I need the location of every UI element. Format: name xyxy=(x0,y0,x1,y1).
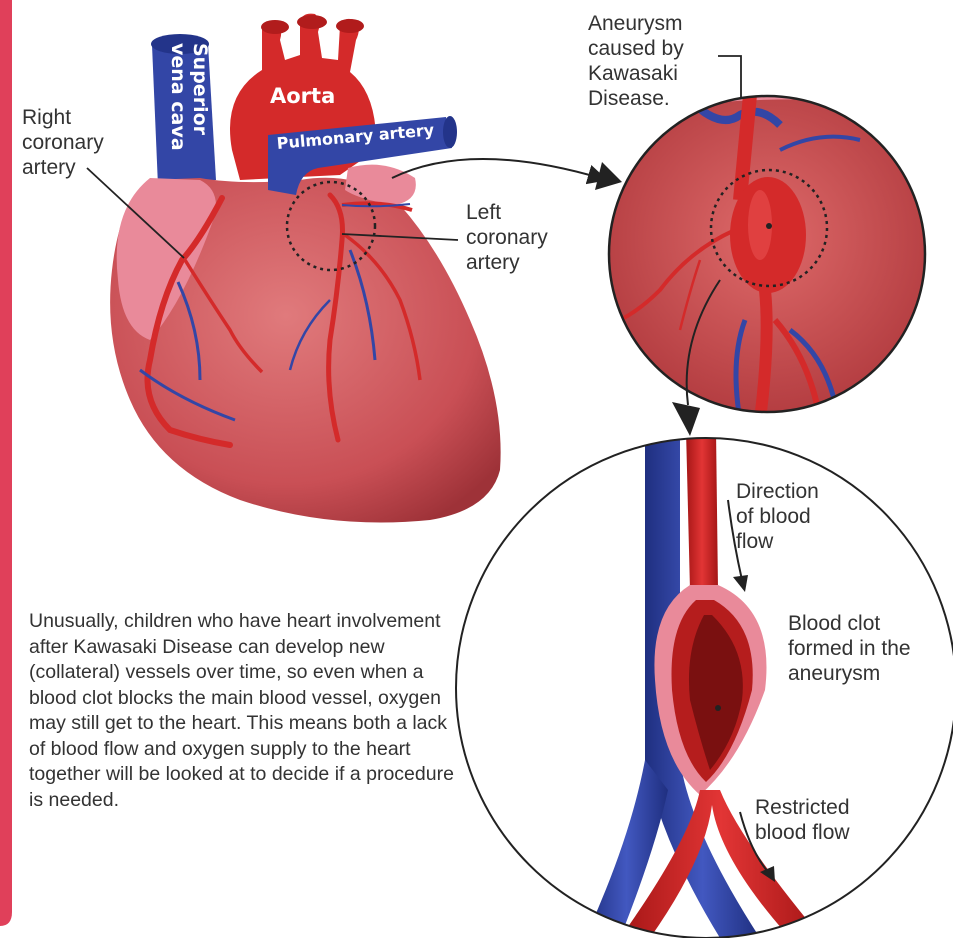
aneurysm-label: Aneurysm caused by Kawasaki Disease. xyxy=(588,11,684,111)
superior-vena-cava-label: Superior vena cava xyxy=(167,43,211,187)
direction-of-blood-flow-label: Direction of blood flow xyxy=(736,479,819,554)
arrow-to-zoom-1 xyxy=(392,159,600,178)
artery xyxy=(686,430,718,590)
right-coronary-artery-label: Right coronary artery xyxy=(22,105,104,180)
restricted-blood-flow-label: Restricted blood flow xyxy=(755,795,850,845)
left-coronary-artery-label: Left coronary artery xyxy=(466,200,548,275)
aneurysm-closeup xyxy=(600,90,940,420)
blood-clot-label: Blood clot formed in the aneurysm xyxy=(788,611,911,686)
explanation-paragraph: Unusually, children who have heart invol… xyxy=(29,609,459,813)
frame-accent xyxy=(0,0,12,926)
aorta-label: Aorta xyxy=(270,84,335,108)
